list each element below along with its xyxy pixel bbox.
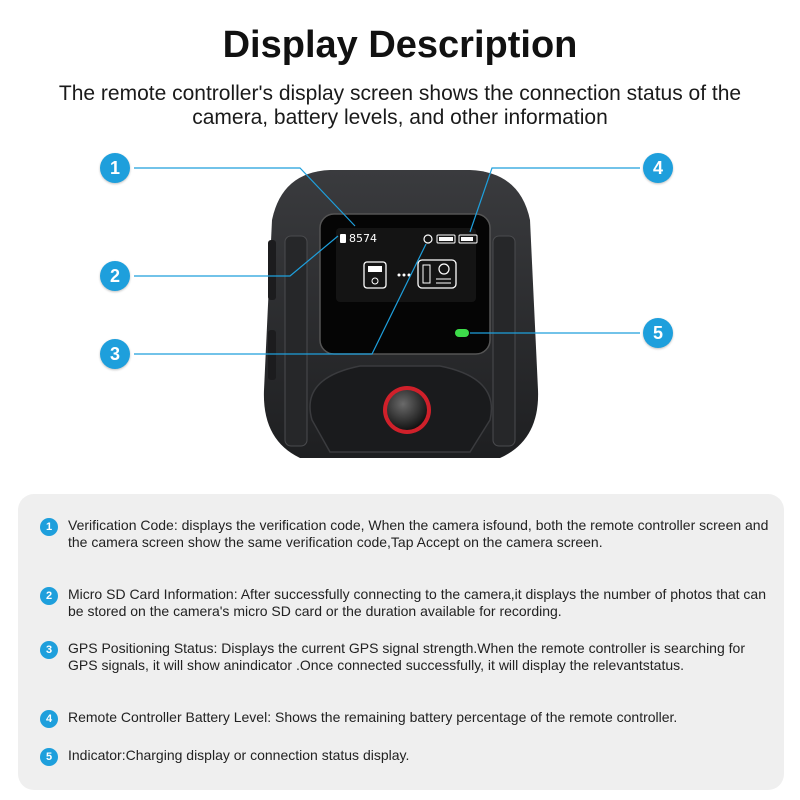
callout-2: 2 [100,261,130,291]
number-badge: 5 [40,748,58,766]
verification-code: 8574 [349,232,377,245]
callout-4: 4 [643,153,673,183]
camera-icon [417,259,457,289]
sd-card-icon [340,234,346,243]
description-text: Remote Controller Battery Level: Shows t… [68,709,678,725]
description-item-5: 5 Indicator:Charging display or connecti… [40,747,774,766]
leader-line-1 [134,167,356,227]
leader-line-2 [134,235,339,277]
callout-5: 5 [643,318,673,348]
number-badge: 2 [40,587,58,605]
number-badge: 3 [40,641,58,659]
record-button [387,390,427,430]
remote-controller-image [134,167,640,458]
description-panel: 1 Verification Code: displays the verifi… [18,494,784,790]
right-grip [492,235,516,447]
remote-icon [363,261,387,289]
side-button-top [268,240,276,300]
description-item-1: 1 Verification Code: displays the verifi… [40,517,774,551]
description-text: Indicator:Charging display or connection… [68,747,410,763]
leader-line-3 [134,243,427,355]
number-badge: 4 [40,710,58,728]
description-item-3: 3 GPS Positioning Status: Displays the c… [40,640,774,674]
page-title: Display Description [222,24,578,66]
remote-battery-icon [458,234,478,244]
description-item-4: 4 Remote Controller Battery Level: Shows… [40,709,774,728]
indicator-light [455,329,469,337]
left-grip [284,235,308,447]
callout-3: 3 [100,339,130,369]
callout-1: 1 [100,153,130,183]
leader-line-4 [469,167,640,233]
number-badge: 1 [40,518,58,536]
description-text: Micro SD Card Information: After success… [68,586,767,619]
camera-battery-icon [436,234,456,244]
page-subtitle: The remote controller's display screen s… [58,82,742,129]
side-button-bottom [268,330,276,380]
description-text: Verification Code: displays the verifica… [68,517,769,550]
description-item-2: 2 Micro SD Card Information: After succe… [40,586,774,620]
gps-icon [423,234,433,244]
description-text: GPS Positioning Status: Displays the cur… [68,640,745,673]
device-illustration: 8574 1 2 3 4 5 [0,140,800,480]
